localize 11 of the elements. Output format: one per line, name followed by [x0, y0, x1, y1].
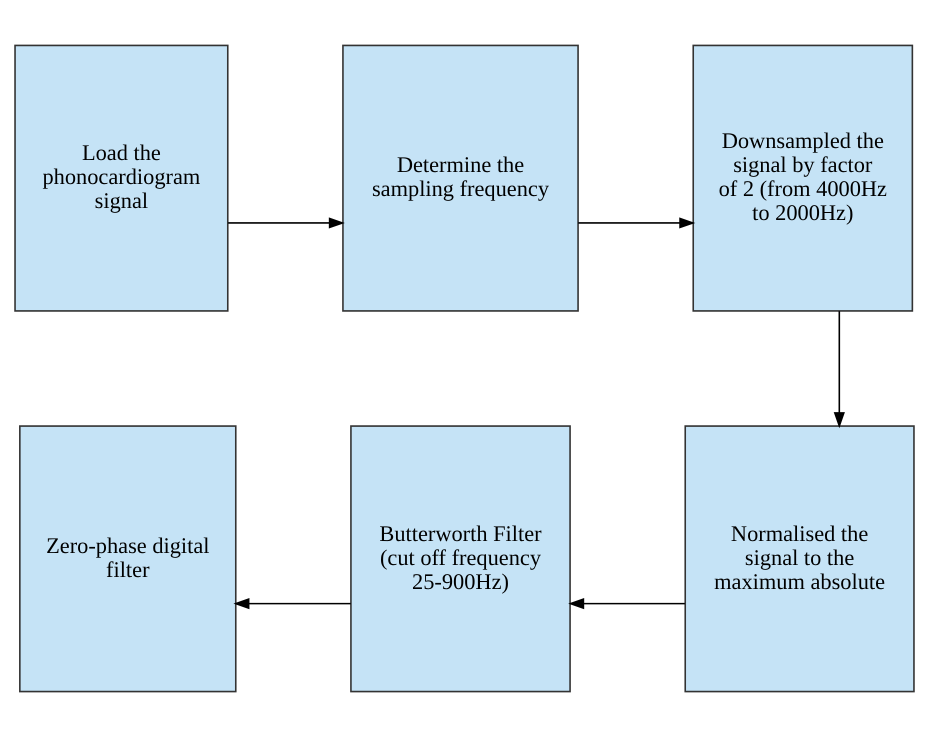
node-box: Butterworth Filter (cut off frequency 25-900Hz): [350, 424, 571, 692]
arrow: [568, 598, 685, 609]
arrow: [228, 216, 345, 228]
node-box: Zero-phase digital filter: [19, 424, 237, 692]
arrow: [578, 216, 696, 228]
arrow: [233, 598, 351, 609]
node-box: Determine the sampling frequency: [342, 44, 579, 312]
node-box: Downsampled the signal by factor of 2 (from 4000Hz to 2000Hz): [692, 44, 914, 312]
node-box: Load the phonocardiogram signal: [14, 44, 229, 312]
node-box: Normalised the signal to the maximum absolute: [684, 424, 915, 692]
arrow: [834, 310, 845, 428]
